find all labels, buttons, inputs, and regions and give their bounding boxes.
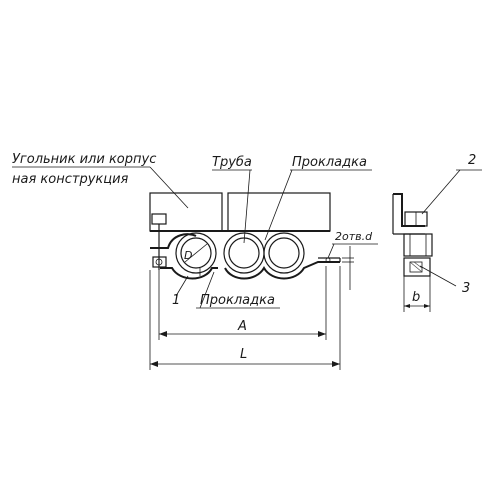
label-gasket-top: Прокладка — [292, 155, 367, 170]
side-nut-hatch-2 — [413, 261, 423, 269]
dim-L-label: L — [240, 347, 247, 362]
pipe-1-outer — [175, 232, 217, 274]
callout-1-label: 1 — [172, 293, 180, 308]
pipes: D — [175, 232, 305, 274]
dim-b-arrow-right — [424, 304, 430, 308]
leader-callout-2 — [421, 169, 461, 215]
label-pipe: Труба — [212, 155, 252, 170]
pipe-3-inner — [268, 237, 300, 269]
dim-L-arrow-left — [150, 361, 158, 367]
clamp-strip — [150, 233, 341, 280]
dim-A-label: A — [237, 319, 247, 334]
dim-b-label: b — [412, 290, 420, 305]
side-angle-profile — [393, 193, 425, 227]
side-clamp-body — [403, 233, 433, 257]
clamp-lower-loop — [160, 267, 218, 280]
left-bolt — [151, 213, 167, 270]
dim-b-arrow-left — [404, 304, 410, 308]
leader-gasket-top — [264, 169, 293, 241]
leader-callout-1 — [175, 275, 189, 297]
leader-callout-3 — [419, 265, 457, 287]
angle-structure — [149, 192, 331, 232]
callout-2-label: 2 — [468, 153, 476, 168]
angle-right-block — [227, 192, 331, 232]
side-nut — [403, 257, 431, 277]
label-angle-line1: Угольник или корпус — [12, 152, 156, 167]
leader-angle — [149, 166, 189, 209]
dim-L-arrow-right — [332, 361, 340, 367]
label-angle-line2: ная конструкция — [12, 172, 129, 187]
side-view: b 2 3 — [392, 153, 482, 312]
pipe-1-diameter-mark: D — [184, 249, 192, 262]
pipe-1-diameter — [184, 243, 208, 263]
leader-gasket-bottom — [199, 271, 215, 309]
label-gasket-bottom: Прокладка — [200, 293, 275, 308]
pipe-1-inner — [180, 237, 212, 269]
clamp-lower-wave — [224, 261, 340, 280]
label-holes: 2отв.d — [335, 230, 373, 243]
side-nut-hatch-1 — [409, 261, 423, 273]
leader-holes — [327, 243, 335, 259]
left-bolt-head — [151, 213, 167, 225]
dim-A-arrow-left — [159, 331, 167, 337]
dim-A-arrow-right — [318, 331, 326, 337]
annotations: Угольник или корпус ная конструкция Труб… — [12, 152, 378, 309]
dimensions: A L — [149, 246, 354, 370]
pipe-3-outer — [263, 232, 305, 274]
left-bolt-center — [155, 258, 163, 266]
leader-pipe — [243, 169, 251, 244]
pipe-2-inner — [228, 237, 260, 269]
callout-3-label: 3 — [462, 281, 470, 296]
clamp-strip-left — [150, 233, 197, 249]
left-bolt-nut — [152, 256, 167, 268]
angle-left-block — [149, 192, 223, 232]
